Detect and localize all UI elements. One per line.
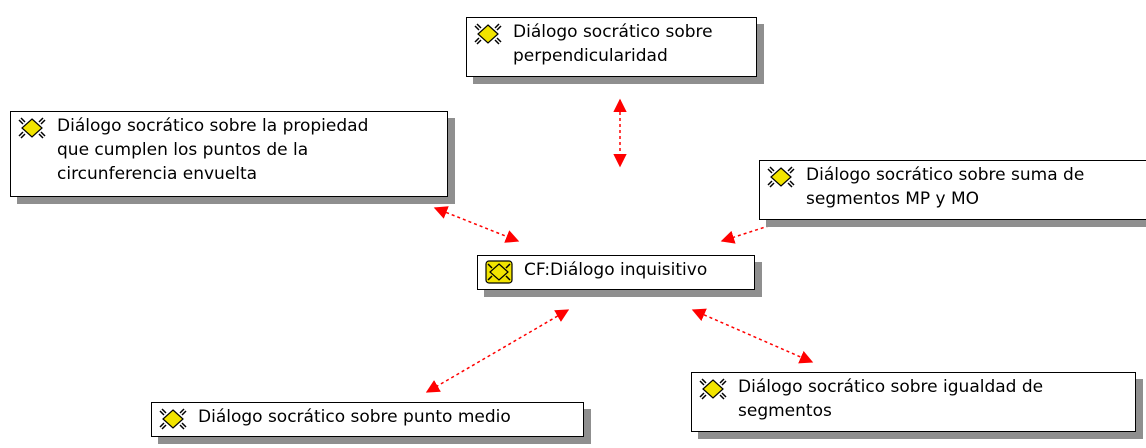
node-igualdad-segmentos[interactable]: Diálogo socrático sobre igualdad de segm… xyxy=(691,372,1136,432)
code-family-icon xyxy=(485,260,513,284)
node-center-family[interactable]: CF:Diálogo inquisitivo xyxy=(477,255,755,290)
code-icon xyxy=(474,23,502,45)
node-perpendicularidad[interactable]: Diálogo socrático sobre perpendicularida… xyxy=(466,17,757,77)
node-label: Diálogo socrático sobre perpendicularida… xyxy=(513,22,713,66)
node-label: Diálogo socrático sobre la propiedad que… xyxy=(57,116,369,184)
link-to-punto-medio xyxy=(425,309,570,393)
node-label: CF:Diálogo inquisitivo xyxy=(524,260,708,280)
node-propiedad-circunferencia[interactable]: Diálogo socrático sobre la propiedad que… xyxy=(10,111,448,197)
code-icon xyxy=(159,408,187,430)
node-punto-medio[interactable]: Diálogo socrático sobre punto medio xyxy=(151,402,584,437)
code-icon xyxy=(699,378,727,400)
node-label: Diálogo socrático sobre punto medio xyxy=(198,407,511,427)
code-icon xyxy=(767,166,795,188)
node-label: Diálogo socrático sobre igualdad de segm… xyxy=(738,377,1044,421)
node-suma-segmentos[interactable]: Diálogo socrático sobre suma de segmento… xyxy=(759,160,1146,220)
link-to-igualdad xyxy=(691,308,814,364)
node-label: Diálogo socrático sobre suma de segmento… xyxy=(806,165,1085,209)
link-to-propiedad xyxy=(433,206,520,243)
code-icon xyxy=(18,117,46,139)
